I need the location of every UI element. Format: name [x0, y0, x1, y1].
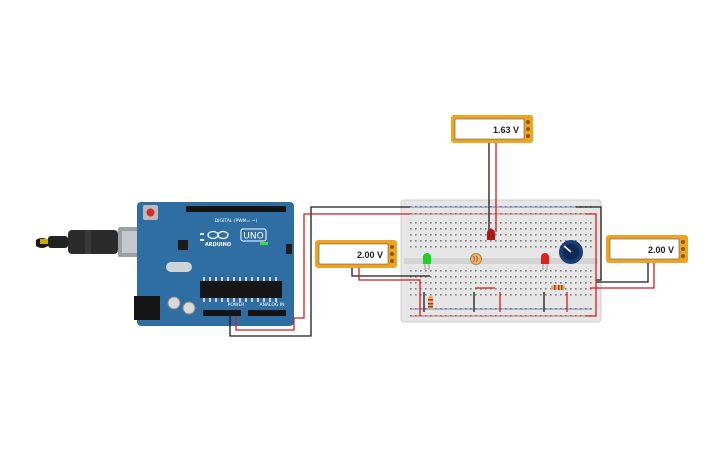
arduino-model: UNO: [243, 232, 263, 242]
multimeter-icon[interactable]: 1.63 V: [451, 115, 533, 143]
arduino-logo: [207, 230, 229, 240]
red-wires: [235, 141, 655, 331]
multimeter-reading: 2.00 V: [648, 245, 674, 255]
red-led[interactable]: [541, 253, 549, 270]
digital-header: [186, 206, 286, 212]
multimeter-reading: 2.00 V: [357, 250, 383, 260]
multimeter-icon[interactable]: 2.00 V: [606, 235, 688, 263]
analog-label: ANALOG IN: [259, 302, 284, 308]
photoresistor-icon[interactable]: [470, 253, 482, 265]
red-led-top[interactable]: [487, 229, 495, 240]
power-header: [203, 310, 241, 316]
atmega-chip: [200, 281, 282, 298]
resistor-icon[interactable]: [428, 296, 433, 310]
breadboard[interactable]: [400, 199, 602, 323]
multimeter-icon[interactable]: 2.00 V: [315, 240, 397, 268]
power-jack: [134, 296, 160, 320]
potentiometer-icon[interactable]: [559, 240, 583, 264]
multimeter-reading: 1.63 V: [493, 125, 519, 135]
green-led[interactable]: [423, 253, 431, 270]
analog-header: [248, 310, 286, 316]
arduino-brand: ARDUINO: [205, 242, 231, 248]
arduino-uno-board[interactable]: DIGITAL (PWM= ~) ARDUINO UNO POWER ANALO…: [134, 202, 294, 326]
digital-header-label: DIGITAL (PWM= ~): [215, 218, 258, 224]
resistor-icon[interactable]: [551, 285, 565, 290]
usb-cable-icon[interactable]: [36, 227, 150, 257]
black-wires: [229, 141, 649, 337]
power-label: POWER: [228, 302, 245, 308]
